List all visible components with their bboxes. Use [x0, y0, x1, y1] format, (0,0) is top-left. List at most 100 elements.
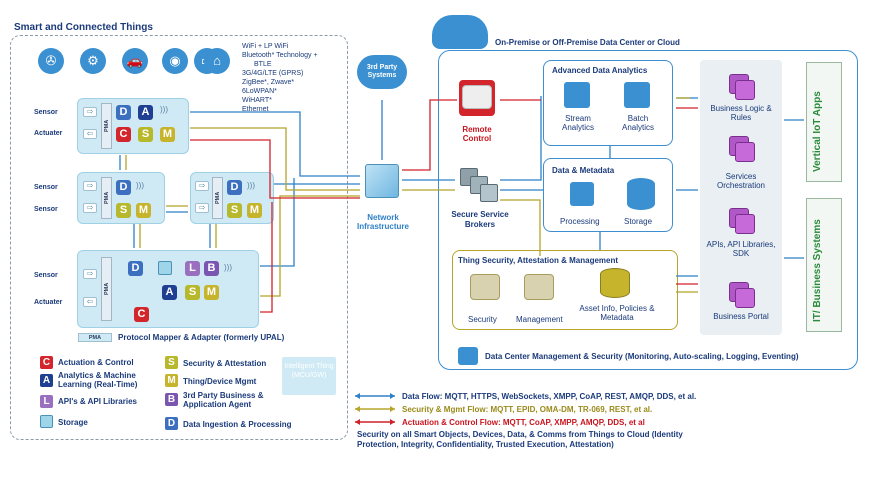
input-arrow-icon: ⇨ — [83, 203, 97, 213]
smart-things-panel — [10, 35, 348, 440]
robot-arm-icon: ⚙ — [80, 48, 106, 74]
legend-third-party: 3rd Party Business & Application Agent — [183, 391, 264, 409]
mgmt-legend-icon: M — [165, 374, 178, 387]
left-panel-title: Smart and Connected Things — [14, 22, 153, 33]
device1-sensor-label: Sensor — [34, 109, 58, 116]
input-arrow-icon: ⇨ — [195, 181, 209, 191]
legend-analytics: Analytics & Machine Learning (Real-Time) — [58, 371, 138, 389]
stream-analytics-label: Stream Analytics — [561, 114, 594, 132]
conn-item: 3G/4G/LTE (GPRS) — [242, 70, 304, 77]
processing-icon — [570, 182, 594, 206]
conn-item: WiHART* — [242, 97, 272, 104]
advanced-analytics-box — [543, 60, 673, 146]
legend-storage: Storage — [58, 418, 88, 427]
asset-cylinder-icon — [600, 268, 630, 298]
data-ingestion-tile: D — [128, 261, 143, 276]
remote-control-label: Remote Control — [462, 125, 492, 143]
storage-cylinder-icon — [627, 178, 655, 210]
conn-item: Bluetooth* Technology + — [242, 52, 318, 59]
network-icon — [365, 164, 399, 198]
thing-security-title: Thing Security, Attestation & Management — [458, 256, 619, 265]
stream-analytics-icon — [564, 82, 590, 108]
orchestration-icon — [735, 142, 755, 162]
flow-security-label: Security & Mgmt Flow: MQTT, EPID, OMA-DM… — [402, 405, 653, 414]
legend-api: API's & API Libraries — [58, 397, 137, 406]
service-apis: APIs, API Libraries, SDK — [706, 240, 776, 258]
input-arrow-icon: ⇨ — [195, 203, 209, 213]
service-business-logic: Business Logic & Rules — [710, 104, 772, 122]
mgmt-tile: M — [204, 285, 219, 300]
legend-actuation: Actuation & Control — [58, 358, 134, 367]
batch-analytics-icon — [624, 82, 650, 108]
input-arrow-icon: ⇨ — [83, 181, 97, 191]
management-label: Management — [516, 315, 563, 324]
mgmt-tile: M — [136, 203, 151, 218]
connectivity-list: WiFi + LP WiFi Bluetooth* Technology + B… — [242, 42, 318, 114]
storage-label: Storage — [624, 217, 653, 226]
device2b: ⇨ ⇨ PMA D S M ))) — [190, 172, 274, 224]
legend-security: Security & Attestation — [183, 359, 267, 368]
mgmt-tile: M — [247, 203, 262, 218]
right-panel-title: On-Premise or Off-Premise Data Center or… — [495, 38, 680, 47]
processing-label: Processing — [560, 217, 600, 226]
security-tile: S — [227, 203, 242, 218]
api-library-icon — [735, 214, 755, 234]
third-party-legend-icon: B — [165, 393, 178, 406]
vertical-apps-box — [806, 62, 842, 182]
asset-label: Asset Info, Policies & Metadata — [579, 304, 655, 322]
data-metadata-title: Data & Metadata — [552, 166, 615, 175]
wireless-icon: ))) — [136, 181, 144, 190]
data-ingestion-tile: D — [116, 180, 131, 195]
flow-control-label: Actuation & Control Flow: MQTT, CoAP, XM… — [402, 418, 645, 427]
management-person-icon — [524, 274, 554, 300]
intelligent-thing-label: Intelligent Thing (MCU/GW) — [282, 357, 336, 395]
data-ingestion-tile: D — [227, 180, 242, 195]
third-party-agent-tile: B — [204, 261, 219, 276]
legend-data: Data Ingestion & Processing — [183, 420, 292, 429]
camera-icon: ◉ — [162, 48, 188, 74]
security-tile: S — [185, 285, 200, 300]
thing-security-box — [452, 250, 678, 330]
batch-analytics-label: Batch Analytics — [621, 114, 654, 132]
service-portal: Business Portal — [713, 312, 769, 321]
cloud-icon — [432, 15, 488, 49]
device1-actuator-label: Actuater — [34, 130, 63, 137]
analytics-legend-icon: A — [40, 374, 53, 387]
analytics-title: Advanced Data Analytics — [552, 66, 648, 75]
analytics-tile: A — [138, 105, 153, 120]
pma-legend-box: PMA — [78, 333, 112, 342]
wireless-icon: ))) — [160, 105, 168, 114]
conn-item: WiFi + LP WiFi — [242, 43, 289, 50]
security-label: Security — [468, 315, 497, 324]
flow-data-label: Data Flow: MQTT, HTTPS, WebSockets, XMPP… — [402, 392, 697, 401]
security-legend-icon: S — [165, 356, 178, 369]
security-person-icon — [470, 274, 500, 300]
actuation-tile: C — [116, 127, 131, 142]
actuation-legend-icon: C — [40, 356, 53, 369]
legend-mgmt: Thing/Device Mgmt — [183, 377, 257, 386]
storage-icon — [158, 261, 172, 275]
dc-management-label: Data Center Management & Security (Monit… — [485, 352, 799, 361]
security-note: Security on all Smart Objects, Devices, … — [357, 430, 683, 449]
security-tile: S — [138, 127, 153, 142]
data-center-panel — [438, 50, 858, 370]
third-party-cloud — [357, 55, 407, 89]
data-ingestion-tile: D — [116, 105, 131, 120]
device3-actuator-label: Actuater — [34, 299, 63, 306]
data-legend-icon: D — [165, 417, 178, 430]
device2-sensor1-label: Sensor — [34, 184, 58, 191]
output-arrow-icon: ⇦ — [83, 129, 97, 139]
output-arrow-icon: ⇦ — [83, 297, 97, 307]
it-systems-box — [806, 198, 842, 332]
device3-sensor-label: Sensor — [34, 272, 58, 279]
wireless-icon: ))) — [224, 263, 232, 272]
wind-turbine-icon: ✇ — [38, 48, 64, 74]
actuation-tile: C — [134, 307, 149, 322]
device3: ⇨ ⇦ PMA D L B A S M C ))) — [77, 250, 259, 328]
person-icon — [462, 85, 492, 109]
mgmt-tile: M — [160, 127, 175, 142]
brokers-label: Secure Service Brokers — [451, 210, 509, 229]
business-logic-icon — [735, 80, 755, 100]
data-metadata-box — [543, 158, 673, 232]
